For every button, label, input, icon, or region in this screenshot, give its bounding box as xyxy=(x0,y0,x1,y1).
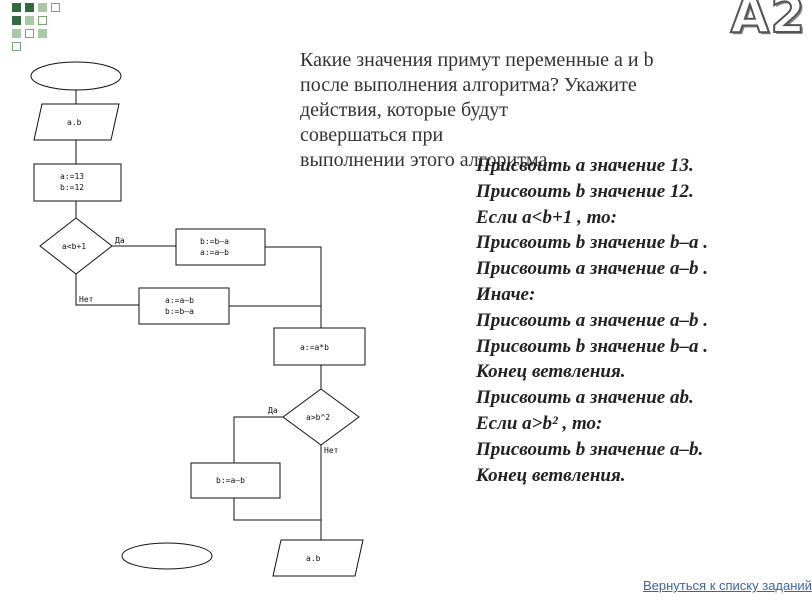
question-text: Какие значения примут переменные а и b п… xyxy=(300,49,654,171)
multiply-block xyxy=(273,327,366,366)
init-line-1: a:=13 xyxy=(60,172,84,181)
no-branch-block xyxy=(138,287,230,325)
yes-branch-block xyxy=(175,228,266,266)
no-line-2: b:=b–a xyxy=(165,307,194,316)
input-block xyxy=(33,103,120,141)
answer-line: Присвоить а значение 13. xyxy=(476,155,694,176)
output-label: a.b xyxy=(306,554,321,563)
no-line-1: a:=a–b xyxy=(165,296,194,305)
yes-line-1: b:=b–a xyxy=(200,237,229,246)
condition2-label: a>b^2 xyxy=(306,413,330,422)
decor-square xyxy=(38,3,47,12)
yes-label-2: Да xyxy=(268,406,278,415)
answer-line: Иначе: xyxy=(476,283,536,305)
branch2-block xyxy=(190,462,281,499)
answer-line: Присвоить а значение а–b . xyxy=(476,258,708,280)
yes-line-2: a:=a–b xyxy=(200,248,229,257)
decor-square xyxy=(25,16,34,25)
answer-line: Присвоить b значение 12. xyxy=(476,180,694,202)
multiply-label: a:=a*b xyxy=(300,343,329,352)
decor-square xyxy=(12,42,21,51)
answer-line: Присвоить b значение а–b. xyxy=(476,438,704,460)
decor-square xyxy=(25,3,34,12)
no-label-1: Нет xyxy=(79,295,94,304)
answer-line: Конец ветвления. xyxy=(476,361,626,383)
start-terminator xyxy=(30,61,122,91)
output-block xyxy=(272,539,364,577)
decor-square xyxy=(25,29,34,38)
answer-line: Присвоить b значение b–a . xyxy=(476,232,708,254)
return-to-list-link[interactable]: Вернуться к списку заданий xyxy=(643,578,812,593)
decor-square xyxy=(12,16,21,25)
answer-line: Присвоить а значение а–b . xyxy=(476,309,708,331)
answer-text: Присвоить а значение 13. Присвоить b знач… xyxy=(476,153,776,488)
condition1-label: a<b+1 xyxy=(62,242,86,251)
decor-square xyxy=(12,29,21,38)
init-line-2: b:=12 xyxy=(60,183,84,192)
answer-line: Присвоить b значение b–a . xyxy=(476,335,708,357)
flowchart-labels: a.b a:=13 b:=12 a<b+1 Да Нет b:=b–a a:=a… xyxy=(60,118,339,563)
decor-square xyxy=(38,29,47,38)
answer-line: Если a>b² , то: xyxy=(476,412,603,434)
decor-square xyxy=(38,16,47,25)
end-terminator xyxy=(121,542,213,570)
branch2-label: b:=a–b xyxy=(216,476,245,485)
init-block xyxy=(33,163,122,202)
answer-line: Присвоить а значение аb. xyxy=(476,387,694,409)
answer-line: Если a<b+1 , то: xyxy=(476,206,617,228)
decor-square xyxy=(12,3,21,12)
no-label-2: Нет xyxy=(324,446,339,455)
task-badge: А2 xyxy=(730,0,806,45)
input-label: a.b xyxy=(67,118,82,127)
yes-label-1: Да xyxy=(115,236,125,245)
decor-square xyxy=(51,3,60,12)
answer-line: Конец ветвления. xyxy=(476,464,626,486)
connector-lines xyxy=(75,90,322,540)
